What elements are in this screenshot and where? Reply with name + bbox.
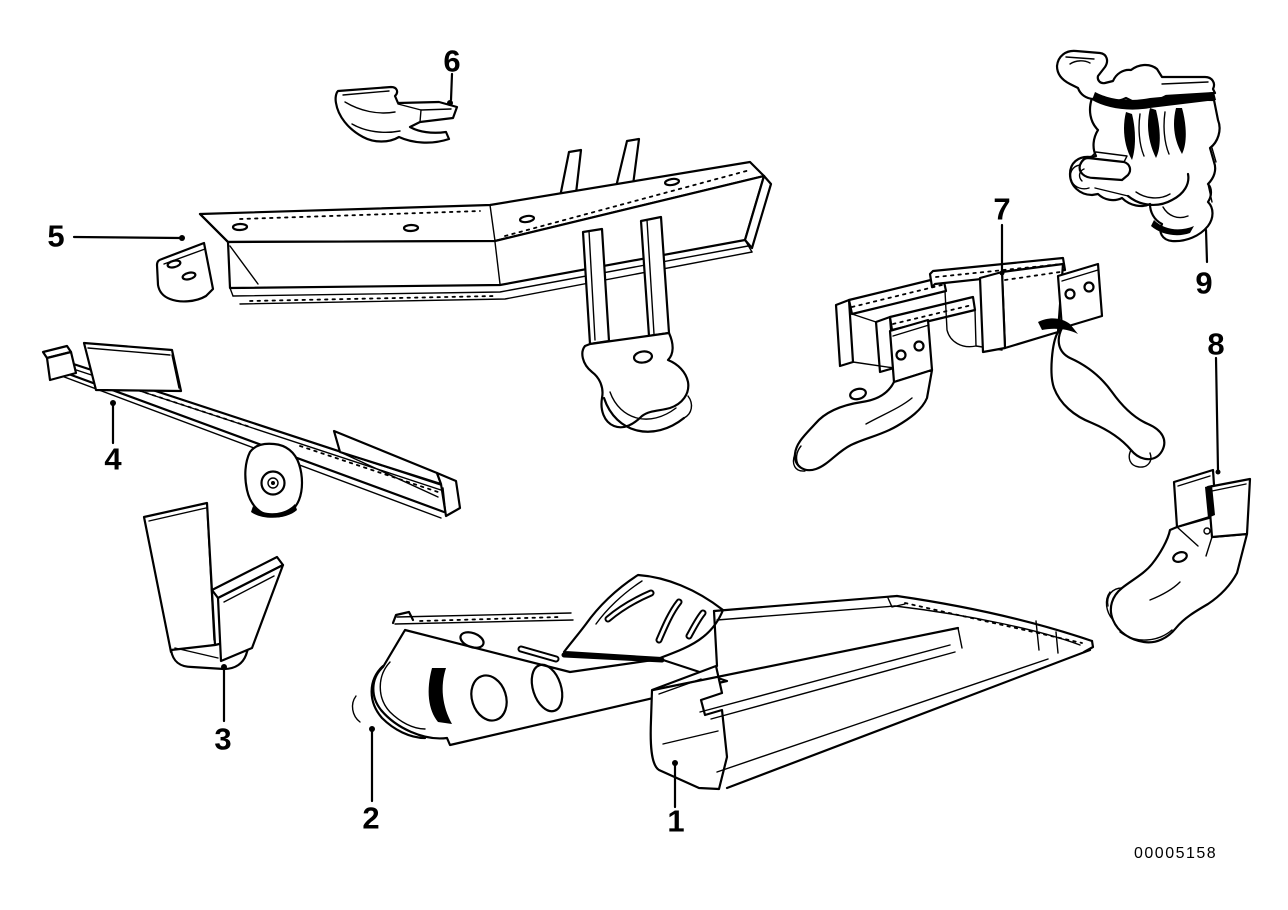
callout-9[interactable]: 9 [1195,265,1213,301]
callout-7[interactable]: 7 [993,191,1011,227]
callout-8[interactable]: 8 [1207,326,1225,362]
callout-4[interactable]: 4 [104,441,122,477]
part-2-drawing [351,573,729,747]
part-3-drawing [142,501,285,671]
part-9-drawing [1055,49,1221,243]
part-8-drawing [1105,468,1252,644]
part-4-drawing [41,341,462,519]
callout-2[interactable]: 2 [362,800,380,836]
leader-lines [72,72,1221,809]
callout-5[interactable]: 5 [47,218,65,254]
callout-1[interactable]: 1 [667,803,685,839]
doc-number: 00005158 [1134,845,1218,862]
part-1-drawing [649,594,1095,791]
part-7-drawing [792,256,1166,472]
part-6-drawing [334,85,459,144]
part-5-drawing [155,137,773,433]
callout-6[interactable]: 6 [443,43,461,79]
callout-3[interactable]: 3 [214,721,232,757]
